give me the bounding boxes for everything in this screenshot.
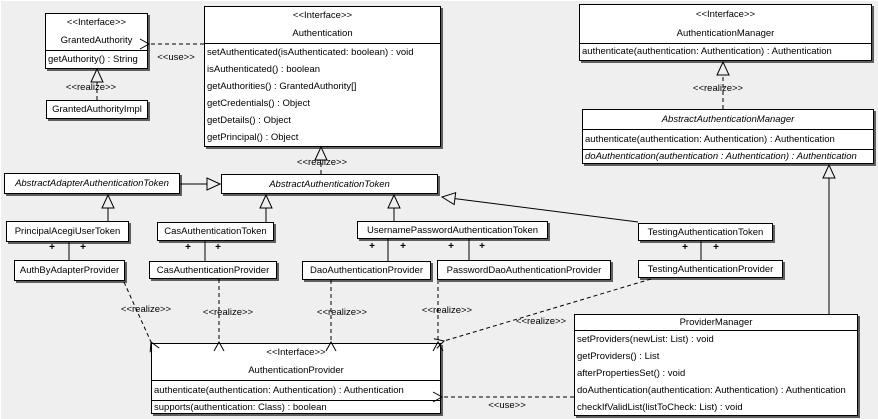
method: getProviders() : List (577, 351, 660, 362)
association-end-plus: + (713, 242, 719, 253)
method: doAuthentication(authentication: Authent… (577, 385, 846, 396)
class-name: AbstractAdapterAuthenticationToken (15, 178, 169, 189)
class-name: CasAuthenticationProvider (156, 264, 270, 276)
method: setProviders(newList: List) : void (577, 334, 714, 345)
class-dao-authentication-provider[interactable]: DaoAuthenticationProvider (302, 261, 431, 280)
method: getAuthorities() : GrantedAuthority[] (207, 81, 357, 92)
edge-label-realize: <<realize>> (515, 316, 567, 327)
association-end-plus: + (479, 241, 485, 252)
stereotype: <<Interface>> (695, 9, 756, 20)
association-end-plus: + (185, 242, 191, 253)
edge-label-realize: <<realize>> (692, 83, 744, 94)
class-name: AuthenticationProvider (248, 365, 344, 376)
class-principal-acegi-user-token[interactable]: PrincipalAcegiUserToken (6, 221, 129, 242)
class-header: <<Interface>> Authentication (205, 7, 440, 44)
class-authentication-provider[interactable]: <<Interface>> AuthenticationProvider aut… (151, 343, 441, 414)
class-testing-authentication-token[interactable]: TestingAuthenticationToken (638, 223, 773, 241)
class-username-password-authentication-token[interactable]: UsernamePasswordAuthenticationToken (357, 221, 548, 239)
class-name: ProviderManager (679, 317, 753, 328)
association-end-plus: + (682, 242, 688, 253)
class-header: AbstractAuthenticationManager (583, 110, 873, 130)
method: supports(authentication: Class) : boolea… (154, 402, 327, 413)
association-end-plus: + (80, 242, 86, 253)
method: setAuthenticated(isAuthenticated: boolea… (207, 47, 414, 58)
edge-label-realize: <<realize>> (421, 305, 473, 316)
edge-label-realize: <<realize>> (65, 82, 117, 93)
class-name: AbstractAuthenticationToken (269, 178, 390, 190)
association-end-plus: + (448, 241, 454, 252)
class-name: Authentication (292, 28, 353, 39)
method: doAuthentication(authentication : Authen… (585, 151, 857, 162)
association-end-plus: + (49, 242, 55, 253)
method: getAuthority() : String (48, 54, 138, 65)
class-abstract-authentication-manager[interactable]: AbstractAuthenticationManager authentica… (582, 109, 874, 164)
method: authenticate(authentication: Authenticat… (583, 130, 873, 150)
class-name: TestingAuthenticationProvider (647, 263, 774, 275)
class-header: <<Interface>> GrantedAuthority (46, 14, 147, 51)
edge-label-realize: <<realize>> (316, 307, 368, 318)
class-name: DaoAuthenticationProvider (309, 265, 423, 276)
class-header: ProviderManager (575, 315, 857, 331)
method: authenticate(authentication: Authenticat… (582, 46, 832, 57)
method: getCredentials() : Object (207, 98, 310, 109)
class-abstract-adapter-authentication-token[interactable]: AbstractAdapterAuthenticationToken (4, 173, 180, 194)
class-granted-authority[interactable]: <<Interface>> GrantedAuthority getAuthor… (45, 13, 148, 69)
class-password-dao-authentication-provider[interactable]: PasswordDaoAuthenticationProvider (437, 260, 611, 280)
class-name: GrantedAuthority (60, 35, 133, 46)
method: isAuthenticated() : boolean (207, 64, 321, 75)
edge-label-realize: <<realize>> (296, 157, 348, 168)
edge-generalization (442, 197, 639, 223)
association-end-plus: + (215, 242, 221, 253)
class-authentication[interactable]: <<Interface>> Authentication setAuthenti… (204, 6, 441, 147)
class-authentication-manager[interactable]: <<Interface>> AuthenticationManager auth… (579, 4, 872, 61)
association-end-plus: + (400, 241, 406, 252)
method: getPrincipal() : Object (207, 132, 299, 143)
method: authenticate(authentication: Authenticat… (152, 381, 440, 401)
class-granted-authority-impl[interactable]: GrantedAuthorityImpl (46, 100, 148, 119)
class-abstract-authentication-token[interactable]: AbstractAuthenticationToken (221, 174, 438, 194)
class-name: CasAuthenticationToken (164, 226, 267, 237)
edge-label-realize: <<realize>> (202, 307, 254, 318)
class-testing-authentication-provider[interactable]: TestingAuthenticationProvider (638, 260, 783, 278)
class-name: PrincipalAcegiUserToken (14, 226, 121, 237)
class-header: <<Interface>> AuthenticationProvider (152, 344, 440, 381)
method: getDetails() : Object (207, 115, 291, 126)
class-name: AbstractAuthenticationManager (661, 114, 795, 125)
class-name: TestingAuthenticationToken (647, 226, 764, 238)
class-header: <<Interface>> AuthenticationManager (580, 5, 871, 44)
class-name: GrantedAuthorityImpl (52, 104, 142, 115)
stereotype: <<Interface>> (266, 347, 326, 358)
class-name: AuthByAdapterProvider (19, 265, 120, 276)
edge-label-use: <<use>> (157, 52, 195, 63)
class-name: PasswordDaoAuthenticationProvider (446, 264, 602, 276)
edge-label-realize: <<realize>> (120, 304, 172, 315)
association-end-plus: + (369, 241, 375, 252)
method: afterPropertiesSet() : void (577, 368, 686, 379)
class-name: UsernamePasswordAuthenticationToken (366, 224, 539, 236)
method: checkIfValidList(listToCheck: List) : vo… (577, 402, 743, 413)
stereotype: <<Interface>> (66, 17, 127, 28)
class-cas-authentication-provider[interactable]: CasAuthenticationProvider (149, 261, 277, 279)
stereotype: <<Interface>> (292, 10, 353, 21)
class-auth-by-adapter-provider[interactable]: AuthByAdapterProvider (14, 260, 125, 281)
class-provider-manager[interactable]: ProviderManager setProviders(newList: Li… (574, 314, 858, 416)
class-cas-authentication-token[interactable]: CasAuthenticationToken (157, 222, 274, 241)
class-name: AuthenticationManager (676, 28, 775, 39)
edge-label-use: <<use>> (488, 400, 526, 411)
